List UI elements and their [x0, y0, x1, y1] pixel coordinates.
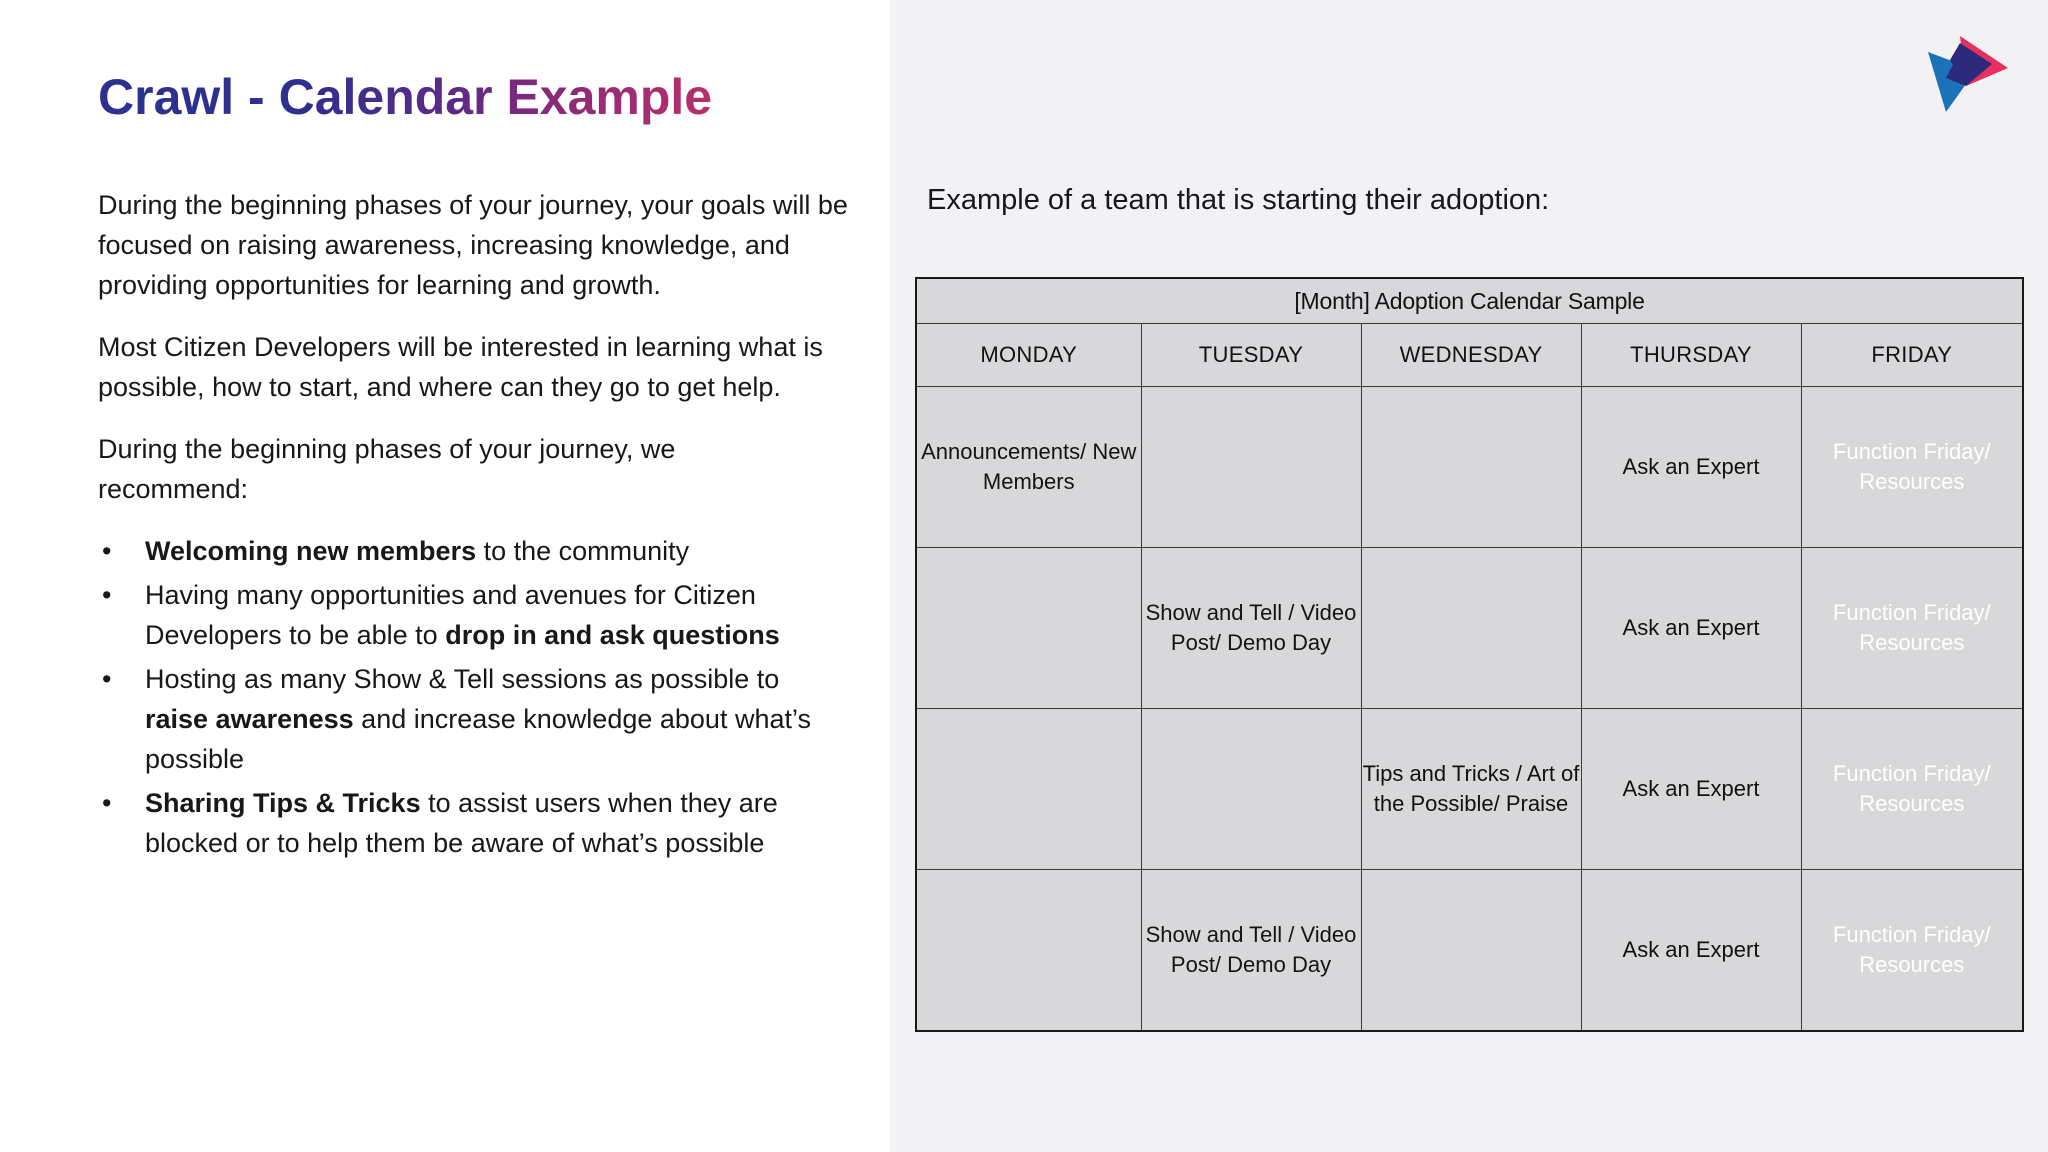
- calendar-header-monday: MONDAY: [915, 323, 1142, 387]
- play-triangles-logo-icon: [1920, 30, 2015, 115]
- calendar-week-row: Show and Tell / Video Post/ Demo Day Ask …: [915, 869, 2024, 1032]
- calendar-cell-monday-week3[interactable]: [915, 708, 1142, 870]
- calendar-cell-thursday-week3[interactable]: Ask an Expert: [1580, 708, 1802, 870]
- bullet-text-run: to assist users when they are blocked or…: [145, 788, 778, 858]
- bullet-text-run: Hosting as many Show & Tell sessions as …: [145, 664, 780, 694]
- calendar-cell-thursday-week2[interactable]: Ask an Expert: [1580, 547, 1802, 709]
- calendar-title-cell: [Month] Adoption Calendar Sample: [915, 277, 2024, 324]
- calendar-cell-monday-week1[interactable]: Announcements/ New Members: [915, 386, 1142, 548]
- calendar-cell-text: Function Friday/ Resources: [1832, 600, 1991, 655]
- calendar-header-thursday: THURSDAY: [1580, 323, 1802, 387]
- bullet-marker-icon: •: [102, 664, 112, 694]
- calendar-cell-text: Ask an Expert: [1622, 776, 1760, 801]
- calendar-cell-wednesday-week3[interactable]: Tips and Tricks / Art of the Possible/ P…: [1360, 708, 1582, 870]
- bullet-text-run: Having many opportunities and avenues fo…: [145, 580, 756, 650]
- calendar-cell-text: Ask an Expert: [1622, 454, 1760, 479]
- calendar-cell-tuesday-week2[interactable]: Show and Tell / Video Post/ Demo Day: [1140, 547, 1362, 709]
- calendar-cell-text: Ask an Expert: [1622, 937, 1760, 962]
- bullet-marker-icon: •: [102, 536, 112, 566]
- calendar-cell-text: Function Friday/ Resources: [1832, 761, 1991, 816]
- recommendation-bullet-list: •Welcoming new members to the community•…: [98, 531, 858, 863]
- calendar-header-tuesday: TUESDAY: [1140, 323, 1362, 387]
- calendar-cell-text: Show and Tell / Video Post/ Demo Day: [1145, 600, 1357, 655]
- calendar-cell-friday-week3[interactable]: Function Friday/ Resources: [1800, 708, 2024, 870]
- calendar-week-row: Tips and Tricks / Art of the Possible/ P…: [915, 708, 2024, 870]
- calendar-cell-tuesday-week4[interactable]: Show and Tell / Video Post/ Demo Day: [1140, 869, 1362, 1032]
- calendar-week-row: Show and Tell / Video Post/ Demo Day Ask …: [915, 547, 2024, 709]
- bullet-text-run: and increase knowledge about what’s poss…: [145, 704, 811, 774]
- bullet-item-1: • Welcoming new members to the community: [98, 531, 845, 571]
- calendar-header-friday: FRIDAY: [1800, 323, 2024, 387]
- calendar-cell-monday-week2[interactable]: [915, 547, 1142, 709]
- calendar-cell-text: Show and Tell / Video Post/ Demo Day: [1145, 922, 1357, 977]
- bullet-text-run: Welcoming new members: [145, 536, 477, 566]
- calendar-title-row: [Month] Adoption Calendar Sample: [915, 277, 2024, 324]
- calendar-cell-friday-week1[interactable]: Function Friday/ Resources: [1800, 386, 2024, 548]
- body-text-column: During the beginning phases of your jour…: [98, 185, 858, 867]
- calendar-cell-thursday-week1[interactable]: Ask an Expert: [1580, 386, 1802, 548]
- paragraph-1: During the beginning phases of your jour…: [98, 190, 848, 300]
- calendar-cell-text: Tips and Tricks / Art of the Possible/ P…: [1362, 761, 1580, 816]
- calendar-cell-text: Function Friday/ Resources: [1832, 922, 1991, 977]
- bullet-text-run: to the community: [476, 536, 690, 566]
- bullet-marker-icon: •: [102, 788, 112, 818]
- calendar-cell-wednesday-week4[interactable]: [1360, 869, 1582, 1032]
- calendar-cell-friday-week4[interactable]: Function Friday/ Resources: [1800, 869, 2024, 1032]
- calendar-cell-wednesday-week2[interactable]: [1360, 547, 1582, 709]
- paragraph-2: Most Citizen Developers will be interest…: [98, 332, 823, 402]
- calendar-cell-text: Ask an Expert: [1622, 615, 1760, 640]
- bullet-item-3: • Hosting as many Show & Tell sessions as…: [98, 659, 845, 779]
- paragraph-3: During the beginning phases of your jour…: [98, 434, 676, 504]
- calendar-cell-thursday-week4[interactable]: Ask an Expert: [1580, 869, 1802, 1032]
- calendar-header-wednesday: WEDNESDAY: [1360, 323, 1582, 387]
- bullet-text-run: raise awareness: [145, 704, 354, 734]
- bullet-item-4: • Sharing Tips & Tricks to assist users w…: [98, 783, 845, 863]
- right-example-panel: Example of a team that is starting their…: [890, 0, 2048, 1152]
- calendar-cell-tuesday-week1[interactable]: [1140, 386, 1362, 548]
- calendar-cell-wednesday-week1[interactable]: [1360, 386, 1582, 548]
- bullet-text-run: drop in and ask questions: [445, 620, 780, 650]
- calendar-cell-text: Announcements/ New Members: [921, 439, 1137, 494]
- calendar-cell-friday-week2[interactable]: Function Friday/ Resources: [1800, 547, 2024, 709]
- page-title: Crawl - Calendar Example: [98, 68, 712, 126]
- calendar-cell-text: Function Friday/ Resources: [1832, 439, 1991, 494]
- calendar-cell-tuesday-week3[interactable]: [1140, 708, 1362, 870]
- bullet-item-2: • Having many opportunities and avenues f…: [98, 575, 845, 655]
- calendar-week-row: Announcements/ New Members Ask an Expert F…: [915, 386, 2024, 548]
- left-content-panel: Crawl - Calendar Example During the begi…: [0, 0, 890, 1152]
- page-title-text: Crawl - Calendar Example: [98, 69, 713, 125]
- bullet-text-run: Sharing Tips & Tricks: [145, 788, 421, 818]
- calendar-cell-monday-week4[interactable]: [915, 869, 1142, 1032]
- bullet-marker-icon: •: [102, 580, 112, 610]
- example-caption: Example of a team that is starting their…: [927, 184, 1550, 216]
